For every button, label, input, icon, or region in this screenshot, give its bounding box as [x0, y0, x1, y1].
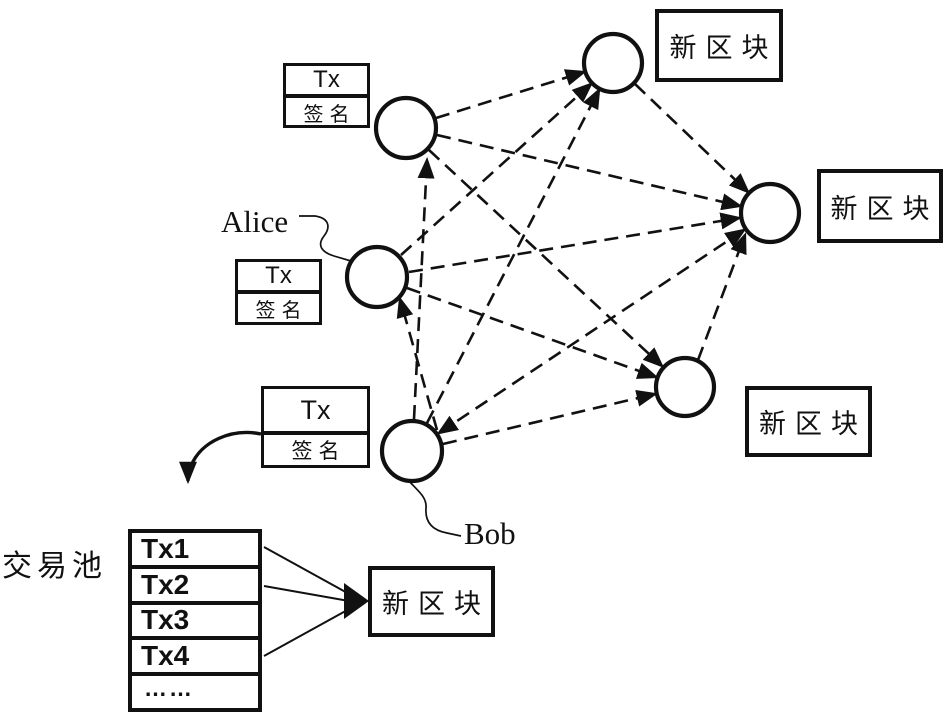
node-peer — [373, 95, 439, 161]
edge-miner-bottom-to-miner-right — [696, 232, 747, 361]
tx-box-alice-tx-cell: Tx — [238, 262, 319, 294]
new-block-box-bottom: 新区块 — [745, 386, 872, 457]
node-miner-bottom — [653, 355, 717, 419]
tx-box-peer-sig-cell: 签名 — [303, 104, 356, 126]
tx-box-bob-tx-cell: Tx — [264, 389, 367, 435]
edge-bob-to-peer — [412, 157, 435, 420]
network-nodes — [344, 31, 802, 484]
pool-row-tx4: Tx4 — [132, 640, 258, 677]
new-block-box-top: 新区块 — [655, 9, 783, 82]
edge-bob-to-miner-top — [425, 87, 601, 424]
edge-miner-top-to-miner-right — [634, 83, 751, 195]
node-alice — [344, 244, 410, 310]
edge-peer-to-miner-right — [436, 133, 743, 211]
edge-bob-to-miner-bottom — [442, 389, 658, 446]
node-miner-top — [581, 31, 645, 95]
transaction-pool-label: 交易池 — [2, 550, 107, 583]
pool-row-tx2: Tx2 — [132, 569, 258, 605]
tx-box-alice-sig-cell: 签名 — [255, 300, 308, 322]
edge-alice-to-miner-bottom — [406, 286, 659, 379]
pool-row-ellipsis: …… — [144, 674, 194, 701]
txbox-to-pool-arrow — [179, 430, 262, 485]
tx-box-peer-tx-cell: Tx — [286, 66, 367, 98]
tx-box-bob-sig-cell: 签名 — [291, 439, 346, 463]
edge-bob-to-alice — [396, 296, 439, 431]
bob-label-connector — [407, 479, 462, 537]
pool-row-tx1: Tx1 — [132, 533, 258, 569]
pool-line-tx2 — [263, 585, 350, 602]
pool-to-block-lines — [263, 546, 352, 657]
pool-line-tx4 — [263, 607, 352, 657]
tx-box-bob: Tx 签名 — [261, 386, 370, 468]
gossip-edges — [396, 69, 751, 446]
edge-peer-to-miner-bottom — [428, 149, 665, 369]
pool-row-tx3: Tx3 — [132, 605, 258, 641]
alice-label-connector — [299, 215, 352, 262]
bob-label: Bob — [464, 516, 516, 551]
edge-bob-miner-right-bidirectional — [436, 228, 747, 435]
pool-line-tx1 — [263, 546, 352, 596]
tx-box-peer: Tx 签名 — [283, 63, 370, 128]
alice-label: Alice — [221, 204, 289, 239]
new-block-box-right: 新区块 — [817, 169, 943, 243]
node-bob — [379, 418, 445, 484]
tx-box-alice: Tx 签名 — [235, 259, 322, 325]
transaction-pool-table: Tx1 Tx2 Tx3 Tx4 …… — [128, 529, 262, 712]
edge-alice-to-miner-right — [408, 212, 742, 274]
new-block-box-pool: 新区块 — [368, 566, 495, 637]
edge-peer-to-miner-top — [435, 69, 587, 120]
pool-to-block-arrowhead-icon — [344, 583, 369, 619]
node-miner-right — [738, 181, 802, 245]
